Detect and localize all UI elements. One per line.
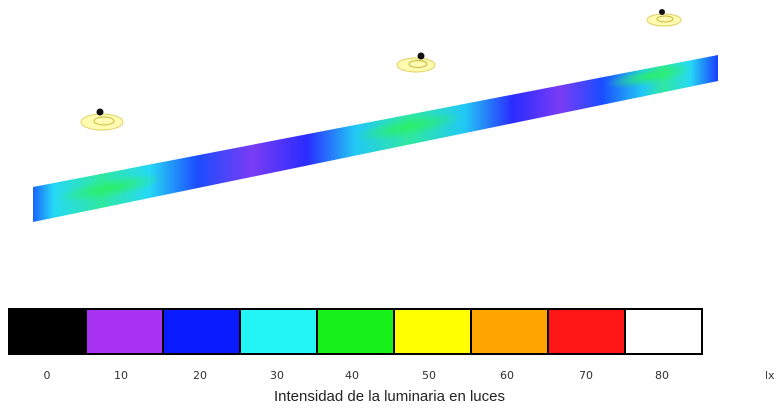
color-swatch xyxy=(395,310,472,353)
scale-tick: 0 xyxy=(43,369,51,382)
road-illuminance-render xyxy=(33,9,718,222)
light-spot xyxy=(605,63,695,89)
scale-tick: 70 xyxy=(579,369,593,382)
scale-tick: 40 xyxy=(345,369,359,382)
color-swatch xyxy=(10,310,87,353)
luminaire-icon xyxy=(646,9,682,27)
scale-tick: 50 xyxy=(422,369,436,382)
scale-tick: 30 xyxy=(270,369,284,382)
scale-tick: 10 xyxy=(114,369,128,382)
light-spot xyxy=(55,173,165,203)
luminaire-icon xyxy=(80,108,124,131)
color-swatch xyxy=(626,310,701,353)
figure-caption: Intensidad de la luminaria en luces xyxy=(274,388,505,405)
color-swatch xyxy=(549,310,626,353)
luminaire-icon xyxy=(396,52,436,73)
color-swatch xyxy=(87,310,164,353)
illuminance-color-scale xyxy=(8,308,703,355)
color-swatch xyxy=(318,310,395,353)
scale-unit-label: lx xyxy=(765,369,775,382)
color-swatch xyxy=(164,310,241,353)
color-swatch xyxy=(472,310,549,353)
scale-tick: 60 xyxy=(500,369,514,382)
color-swatch xyxy=(241,310,318,353)
scale-tick: 20 xyxy=(193,369,207,382)
light-spot xyxy=(353,112,463,142)
scale-tick: 80 xyxy=(655,369,669,382)
